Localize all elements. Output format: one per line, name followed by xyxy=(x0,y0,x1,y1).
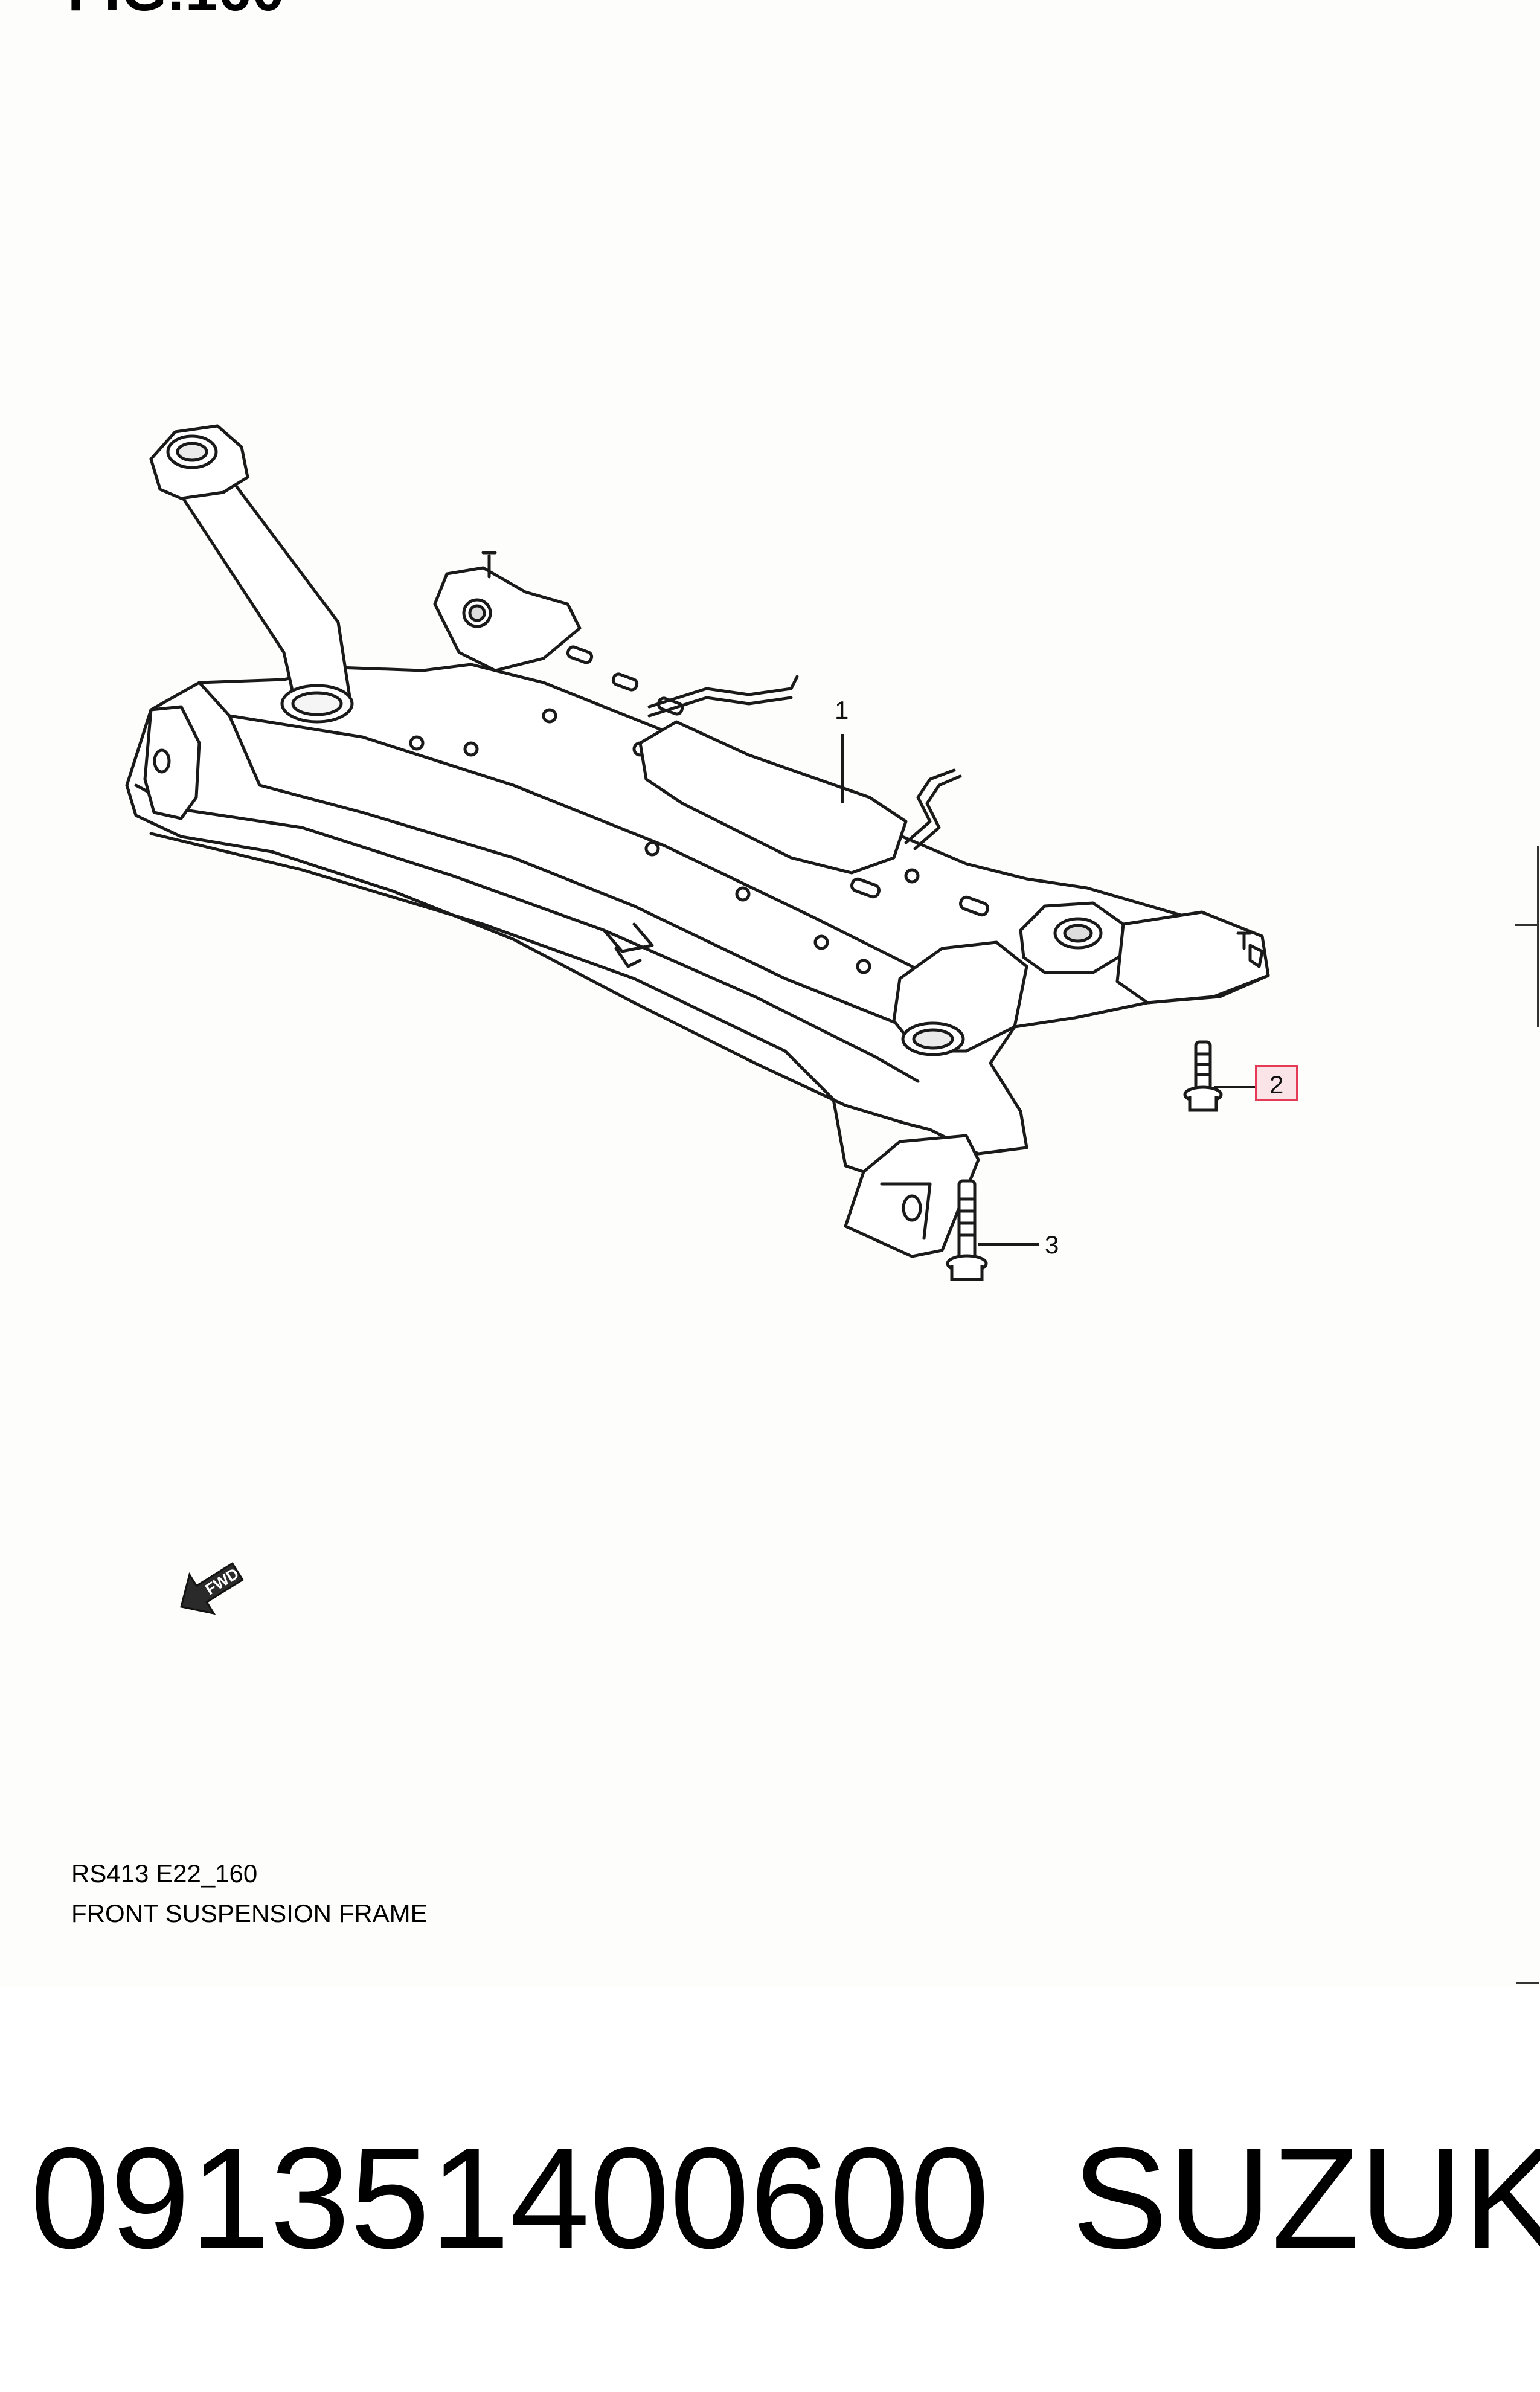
callout-2-highlight-box xyxy=(1255,1065,1298,1101)
bolt-2 xyxy=(1183,1040,1223,1112)
edge-tick-right xyxy=(1515,924,1539,926)
right-rear-arm xyxy=(1115,910,1270,1005)
left-end-bracket xyxy=(143,705,201,820)
center-plate xyxy=(638,720,908,875)
diagram-sheet: FIG.160 xyxy=(68,0,1539,1984)
bolt-3 xyxy=(946,1179,988,1281)
suspension-frame-drawing: 1 2 3 FWD xyxy=(125,424,1298,1615)
figure-code: RS413 E22_160 xyxy=(71,1859,258,1888)
callout-3[interactable]: 3 xyxy=(1045,1230,1059,1259)
figure-title: FIG.160 xyxy=(68,0,286,24)
part-footer: 091351400600 SUZUKI xyxy=(30,2118,1540,2278)
figure-name: FRONT SUSPENSION FRAME xyxy=(71,1899,428,1927)
callout-2[interactable]: 2 xyxy=(1269,1070,1283,1099)
part-number: 091351400600 xyxy=(30,2118,990,2278)
rear-left-mount xyxy=(433,566,582,672)
fwd-arrow-icon: FWD xyxy=(180,1562,244,1615)
edge-tick-bottom xyxy=(1516,1982,1539,1984)
hose-clip-right xyxy=(904,768,956,844)
hose-clip-left xyxy=(647,675,799,709)
brand-name: SUZUKI xyxy=(1072,2118,1540,2278)
edge-line-right xyxy=(1537,846,1539,1027)
callout-1[interactable]: 1 xyxy=(835,696,849,724)
left-tower-tube xyxy=(179,475,352,709)
